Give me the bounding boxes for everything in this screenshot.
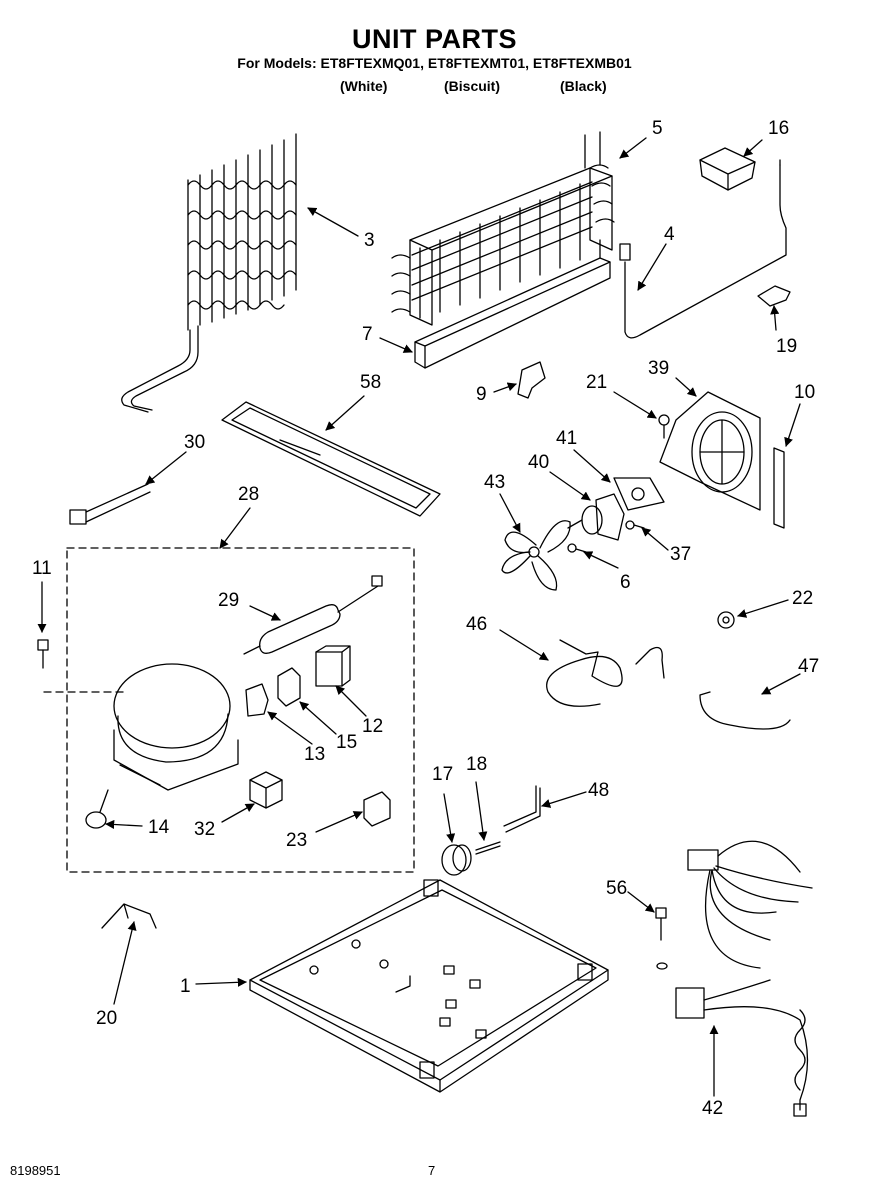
callout-39: 39 (648, 358, 669, 379)
wire-harness (675, 840, 813, 1117)
overload-15 (277, 667, 301, 707)
seal-strip (773, 447, 785, 529)
callout-11: 11 (32, 558, 52, 579)
compressor-group-box (43, 547, 415, 873)
defrost-sensor (619, 159, 787, 339)
relay-12 (315, 645, 351, 687)
callout-9: 9 (476, 384, 487, 405)
screw-21 (658, 414, 670, 439)
control-cover (699, 147, 756, 191)
color-black: (Black) (560, 78, 607, 94)
color-white: (White) (340, 78, 388, 94)
callout-47: 47 (798, 656, 819, 677)
screw-56 (655, 907, 668, 970)
fan-shroud (659, 391, 761, 511)
evaporator (391, 131, 615, 326)
leveling-rod (503, 785, 541, 833)
screw-37 (625, 520, 645, 530)
wire-47 (699, 691, 791, 730)
compressor (85, 663, 239, 829)
callout-32: 32 (194, 819, 215, 840)
document-number: 8198951 (10, 1163, 61, 1178)
condenser-coil (121, 133, 297, 413)
page-title: UNIT PARTS (352, 24, 517, 54)
callout-10: 10 (794, 382, 815, 403)
base-pan (249, 879, 609, 1093)
callout-15: 15 (336, 732, 357, 753)
terminal-13 (245, 683, 269, 717)
drain-pan (221, 401, 441, 517)
callout-41: 41 (556, 428, 577, 449)
callout-1: 1 (180, 976, 191, 997)
axle-pin (475, 841, 501, 855)
callout-23: 23 (286, 830, 307, 851)
roller-wheel (441, 844, 472, 876)
callout-7: 7 (362, 324, 373, 345)
fan-blade (501, 520, 571, 591)
callout-22: 22 (792, 588, 813, 609)
callout-labels: 3 5 16 4 7 19 58 9 21 39 10 30 41 40 43 … (32, 118, 819, 1119)
callout-18: 18 (466, 754, 487, 775)
callout-4: 4 (664, 224, 675, 245)
callout-48: 48 (588, 780, 609, 801)
callout-17: 17 (432, 764, 453, 785)
leader-lines (37, 137, 801, 1097)
mounting-bolt (37, 639, 49, 669)
callout-40: 40 (528, 452, 549, 473)
callout-21: 21 (586, 372, 607, 393)
evaporator-drain-tray (414, 239, 611, 369)
nut (717, 611, 735, 629)
callout-3: 3 (364, 230, 375, 251)
callout-37: 37 (670, 544, 691, 565)
callout-12: 12 (362, 716, 383, 737)
spring-clip (101, 903, 157, 929)
tubing (546, 639, 665, 707)
callout-16: 16 (768, 118, 789, 139)
callout-42: 42 (702, 1098, 723, 1119)
connector-23 (363, 791, 391, 827)
callout-46: 46 (466, 614, 487, 635)
cable-tie (69, 483, 151, 525)
motor-plate (613, 477, 665, 511)
page-number: 7 (428, 1163, 436, 1178)
callout-20: 20 (96, 1008, 117, 1029)
callout-28: 28 (238, 484, 259, 505)
callout-19: 19 (776, 336, 797, 357)
mounting-bracket (517, 361, 546, 399)
color-biscuit: (Biscuit) (444, 78, 500, 94)
capacitor-32 (249, 771, 283, 809)
callout-14: 14 (148, 817, 170, 838)
callout-30: 30 (184, 432, 205, 453)
callout-6: 6 (620, 572, 631, 593)
callout-56: 56 (606, 878, 627, 899)
callout-43: 43 (484, 472, 505, 493)
models-line: For Models: ET8FTEXMQ01, ET8FTEXMT01, ET… (237, 55, 632, 71)
callout-13: 13 (304, 744, 325, 765)
filter-drier (243, 575, 383, 655)
callout-58: 58 (360, 372, 381, 393)
fan-motor (567, 493, 625, 541)
sensor-clip (757, 285, 791, 307)
callout-5: 5 (652, 118, 663, 139)
callout-29: 29 (218, 590, 239, 611)
screw-6 (567, 543, 587, 553)
